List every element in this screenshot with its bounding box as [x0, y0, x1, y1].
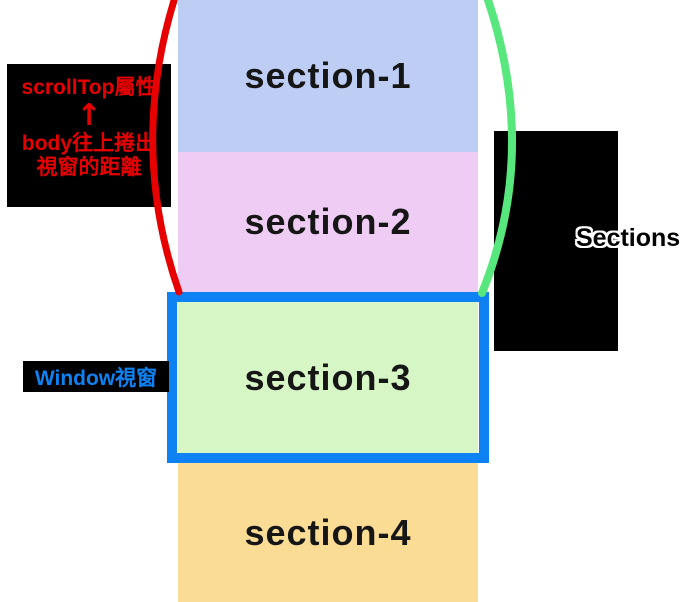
- window-label: Window視窗: [34, 366, 158, 390]
- scrolltop-attr-label: scrollTop屬性: [21, 76, 157, 99]
- section-1-block: section-1: [178, 0, 478, 152]
- section-3-label: section-3: [244, 356, 412, 398]
- scroll-distance-label-line1: body往上捲出: [21, 132, 157, 155]
- section-4-block: section-4: [178, 463, 478, 602]
- section-2-block: section-2: [178, 152, 478, 292]
- scroll-distance-label-line2: 視窗的距離: [36, 156, 142, 179]
- section-3-block: section-3: [178, 292, 478, 463]
- section-2-label: section-2: [244, 201, 412, 242]
- up-arrow-icon: ↑: [76, 98, 102, 133]
- scrolltop-annotation-box: scrollTop屬性 ↑ body往上捲出 視窗的距離: [7, 64, 171, 207]
- section-1-label: section-1: [244, 55, 412, 96]
- window-annotation-box: Window視窗: [23, 361, 169, 392]
- sections-label: Sections: [576, 224, 681, 252]
- section-4-label: section-4: [244, 511, 412, 553]
- window-viewport-border: [167, 292, 489, 463]
